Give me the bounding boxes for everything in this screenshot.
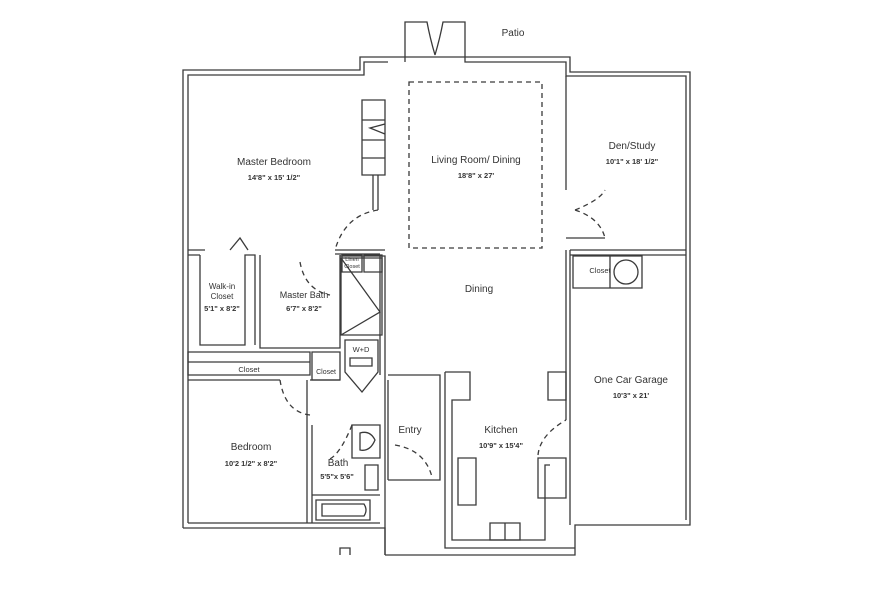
door-swings [279, 189, 606, 478]
living-area-outline [408, 81, 543, 249]
linen-closet-label-1: Linen [345, 257, 359, 263]
kitchen-label: Kitchen [484, 425, 518, 436]
walkin-closet-dim: 5'1" x 8'2" [204, 304, 240, 313]
bath-label: Bath [327, 458, 349, 469]
garage-closet-label: Closet [589, 266, 611, 275]
interior-walls [187, 76, 686, 555]
living-room-dim: 18'8" x 27' [457, 171, 495, 180]
living-room-label: Living Room/ Dining [431, 155, 521, 166]
entry-label: Entry [398, 425, 422, 436]
den-label: Den/Study [608, 141, 656, 152]
walkin-closet-label-1: Walk-in [208, 282, 236, 291]
bath-dim: 5'5"x 5'6" [320, 472, 354, 481]
garage-label: One Car Garage [594, 375, 668, 386]
garage-dim: 10'3" x 21' [612, 391, 650, 400]
fireplace [361, 99, 386, 210]
patio-doors [404, 21, 466, 57]
hall-closet-label: Closet [238, 365, 260, 374]
bedroom-label: Bedroom [230, 442, 272, 453]
den-dim: 10'1" x 18' 1/2" [605, 157, 659, 166]
kitchen-dim: 10'9" x 15'4" [478, 441, 524, 450]
linen-closet-label-2: Closet [344, 264, 360, 270]
washer-dryer-label: W+D [352, 345, 370, 354]
master-bath-label: Master Bath [279, 290, 329, 300]
patio-label: Patio [501, 28, 525, 39]
small-closet-label: Closet [316, 369, 336, 376]
dining-label: Dining [464, 284, 494, 295]
walkin-closet-label-2: Closet [210, 292, 234, 301]
master-bedroom-label: Master Bedroom [237, 157, 311, 168]
master-bedroom-dim: 14'8" x 15' 1/2" [247, 173, 301, 182]
bedroom-dim: 10'2 1/2" x 8'2" [224, 459, 278, 468]
master-bath-dim: 6'7" x 8'2" [286, 304, 322, 313]
